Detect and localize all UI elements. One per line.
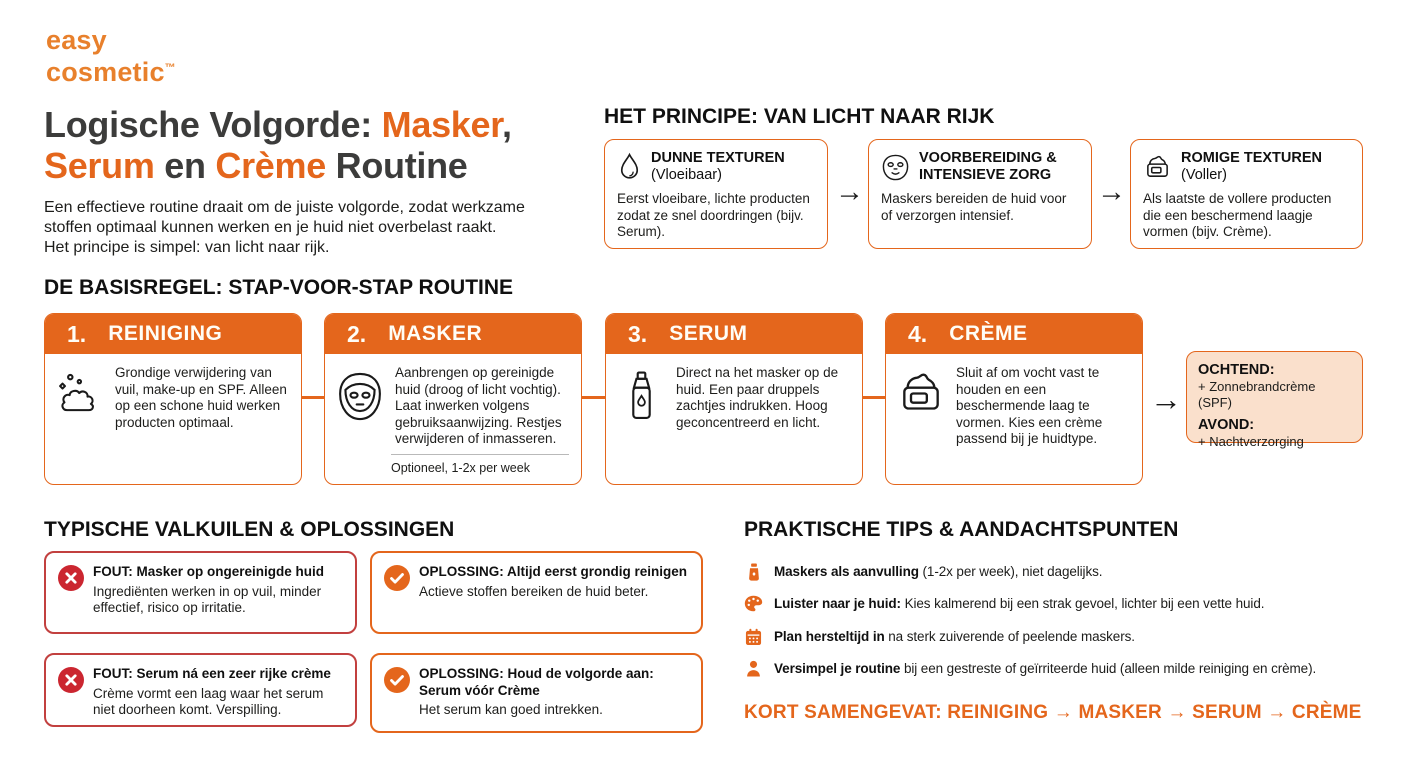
serum-dropper-icon <box>614 365 668 431</box>
brand-logo: easy cosmetic™ <box>46 26 176 86</box>
pitfalls-heading: TYPISCHE VALKUILEN & OPLOSSINGEN <box>44 518 455 541</box>
step-title: MASKER <box>388 322 483 345</box>
step-body-text: Sluit af om vocht vast te houden en een … <box>956 365 1103 446</box>
pitfall-body: Het serum kan goed intrekken. <box>419 702 603 717</box>
morning-label: OCHTEND: <box>1198 362 1275 378</box>
water-drop-icon <box>617 152 642 183</box>
principle-body: Maskers bereiden de huid voor of verzorg… <box>881 191 1067 223</box>
pitfall-card-oplossing-1: OPLOSSING: Altijd eerst grondig reinigen… <box>370 551 703 634</box>
principle-body: Eerst vloeibare, lichte producten zodat … <box>617 191 810 239</box>
cleansing-foam-icon <box>53 365 107 431</box>
tips-heading: PRAKTISCHE TIPS & AANDACHTSPUNTEN <box>744 518 1179 541</box>
x-circle-icon <box>58 666 84 714</box>
person-icon <box>744 660 763 677</box>
step-number: 3. <box>628 320 648 347</box>
brand-logo-line1: easy <box>46 25 107 55</box>
pitfall-card-fout-1: FOUT: Masker op ongereinigde huid Ingred… <box>44 551 357 634</box>
tip-item: Plan hersteltijd in na sterk zuiverende … <box>744 628 1408 646</box>
step-card-reiniging: 1. REINIGING Grondige verwijdering van v… <box>44 313 302 485</box>
principles-heading: HET PRINCIPE: VAN LICHT NAAR RIJK <box>604 105 995 128</box>
tube-icon <box>744 563 763 582</box>
step-body-text: Grondige verwijdering van vuil, make-up … <box>115 365 287 430</box>
step-connector <box>302 396 324 399</box>
principle-card-rich-textures: ROMIGE TEXTUREN (Voller) Als laatste de … <box>1130 139 1363 249</box>
trademark-symbol: ™ <box>164 62 176 74</box>
morning-evening-box: OCHTEND: + Zonnebrandcrème (SPF) AVOND: … <box>1186 351 1363 449</box>
principle-card-thin-textures: DUNNE TEXTUREN (Vloeibaar) Eerst vloeiba… <box>604 139 828 249</box>
pitfall-body: Crème vormt een laag waar het serum niet… <box>93 685 324 717</box>
pitfall-title: FOUT: Masker op ongereinigde huid <box>93 564 325 579</box>
step-title: REINIGING <box>108 322 223 345</box>
principle-title: ROMIGE TEXTUREN (Voller) <box>1181 150 1322 183</box>
principle-body: Als laatste de vollere producten die een… <box>1143 191 1332 239</box>
intro-text: Een effectieve routine draait om de juis… <box>44 199 525 256</box>
step-card-serum: 3. SERUM Direct na het masker op de huid… <box>605 313 863 485</box>
calendar-icon <box>744 628 763 646</box>
arrow-right-icon: → <box>1097 176 1126 208</box>
step-card-creme: 4. CRÈME Sluit af om vocht vast te houde… <box>885 313 1143 485</box>
principle-title: DUNNE TEXTUREN (Vloeibaar) <box>651 150 785 183</box>
cream-jar-icon <box>1143 154 1172 181</box>
pitfall-body: Ingrediënten werken in op vuil, minder e… <box>93 583 322 615</box>
brand-logo-line2: cosmetic™ <box>46 57 176 87</box>
step-note: Optioneel, 1-2x per week <box>391 454 569 475</box>
principle-card-preparation: VOORBEREIDING & INTENSIEVE ZORG Maskers … <box>868 139 1092 249</box>
pitfall-card-oplossing-2: OPLOSSING: Houd de volgorde aan: Serum v… <box>370 653 703 733</box>
sheet-mask-icon <box>881 153 910 182</box>
pitfall-title: FOUT: Serum ná een zeer rijke crème <box>93 666 331 681</box>
tip-item: Luister naar je huid: Kies kalmerend bij… <box>744 595 1408 612</box>
arrow-right-icon: → <box>835 176 864 208</box>
step-number: 1. <box>67 320 87 347</box>
step-connector <box>863 396 885 399</box>
pitfall-card-fout-2: FOUT: Serum ná een zeer rijke crème Crèm… <box>44 653 357 727</box>
evening-text: + Nachtverzorging <box>1198 434 1304 449</box>
step-number: 4. <box>908 320 928 347</box>
principle-title: VOORBEREIDING & INTENSIEVE ZORG <box>919 150 1057 183</box>
step-title: CRÈME <box>949 322 1028 345</box>
step-number: 2. <box>347 320 367 347</box>
step-body-text: Direct na het masker op de huid. Een paa… <box>676 365 839 430</box>
morning-text: + Zonnebrandcrème (SPF) <box>1198 379 1316 410</box>
step-card-masker: 2. MASKER Aanbrengen op gereinigde huid … <box>324 313 582 485</box>
summary-line: KORT SAMENGEVAT: REINIGING → MASKER → SE… <box>744 702 1362 723</box>
tip-item: Maskers als aanvulling (1-2x per week), … <box>744 563 1408 582</box>
pitfall-title: OPLOSSING: Altijd eerst grondig reinigen <box>419 564 688 579</box>
palette-icon <box>744 595 763 612</box>
check-circle-icon <box>384 564 410 621</box>
tip-item: Versimpel je routine bij een gestreste o… <box>744 660 1408 677</box>
pitfall-body: Actieve stoffen bereiken de huid beter. <box>419 583 649 599</box>
cream-jar-icon <box>894 365 948 448</box>
step-body-text: Aanbrengen op gereinigde huid (droog of … <box>395 365 562 446</box>
evening-label: AVOND: <box>1198 417 1255 433</box>
step-connector <box>582 396 605 399</box>
arrow-right-icon: → <box>1150 381 1182 417</box>
pitfall-title: OPLOSSING: Houd de volgorde aan: Serum v… <box>419 666 654 698</box>
face-mask-icon <box>333 365 387 448</box>
steps-heading: DE BASISREGEL: STAP-VOOR-STAP ROUTINE <box>44 276 514 299</box>
step-title: SERUM <box>669 322 748 345</box>
page-title: Logische Volgorde: Masker,Serum en Crème… <box>44 104 512 186</box>
x-circle-icon <box>58 564 84 621</box>
check-circle-icon <box>384 666 410 720</box>
